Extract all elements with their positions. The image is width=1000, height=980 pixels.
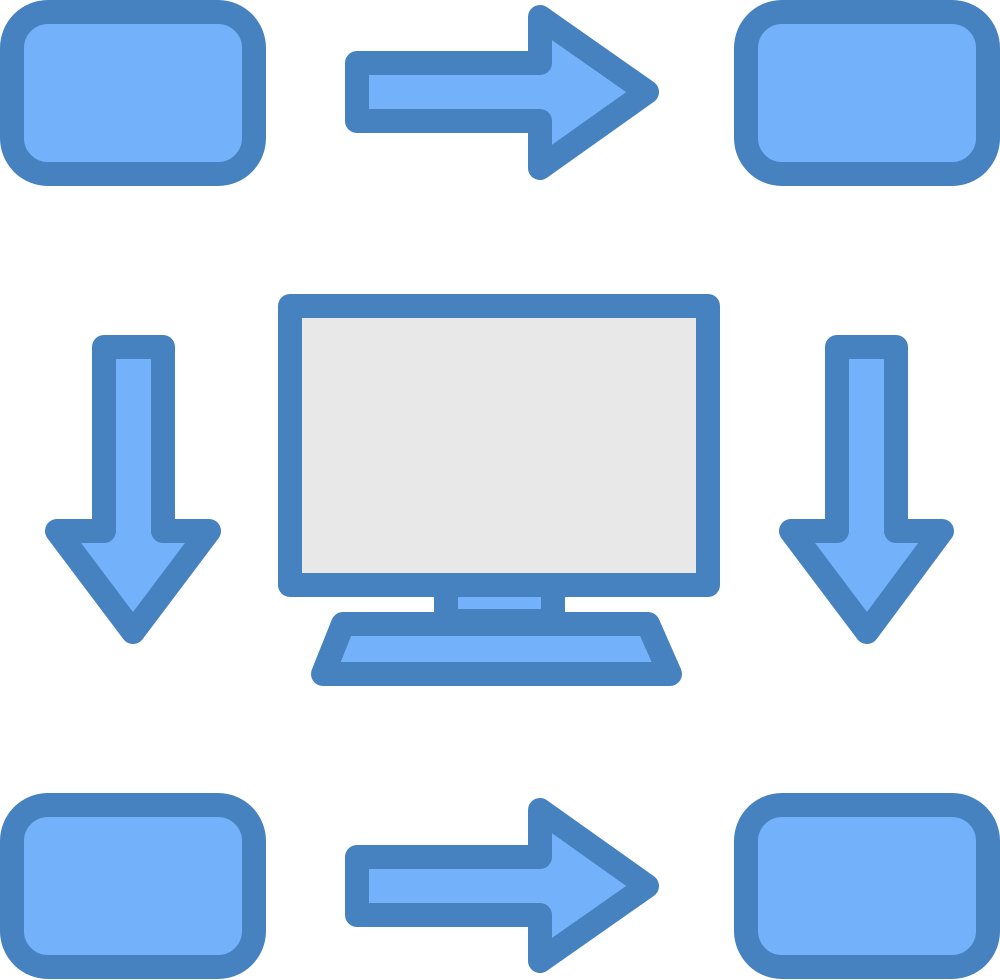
monitor-screen [278,294,720,597]
monitor-base [311,612,682,686]
monitor [278,294,720,686]
right-down-arrow [779,335,954,644]
left-down-arrow [45,335,221,644]
top-right-block [734,0,1000,186]
bottom-right-block [734,793,1000,979]
top-right-arrow [345,5,659,180]
bottom-left-block [0,793,266,979]
bottom-right-arrow [345,798,659,973]
top-left-block [0,0,266,186]
